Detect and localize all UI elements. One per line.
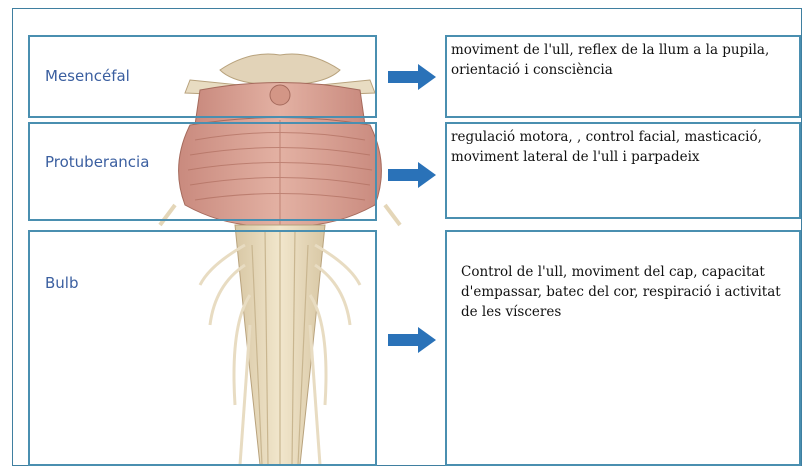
region-box-bulb [28, 230, 377, 466]
description-box-protuberancia: regulació motora, , control facial, mast… [445, 122, 801, 219]
description-text-protuberancia: regulació motora, , control facial, mast… [451, 127, 795, 167]
arrow-right-icon [388, 325, 438, 355]
arrow-right-icon [388, 62, 438, 92]
region-label-protuberancia: Protuberancia [45, 153, 149, 171]
region-box-protuberancia [28, 122, 377, 221]
description-text-mesencefal: moviment de l'ull, reflex de la llum a l… [451, 40, 795, 80]
description-text-bulb: Control de l'ull, moviment del cap, capa… [461, 262, 785, 322]
region-label-mesencefal: Mesencéfal [45, 67, 130, 85]
region-label-bulb: Bulb [45, 274, 79, 292]
arrow-right-icon [388, 160, 438, 190]
description-box-bulb: Control de l'ull, moviment del cap, capa… [445, 230, 801, 466]
description-box-mesencefal: moviment de l'ull, reflex de la llum a l… [445, 35, 801, 118]
